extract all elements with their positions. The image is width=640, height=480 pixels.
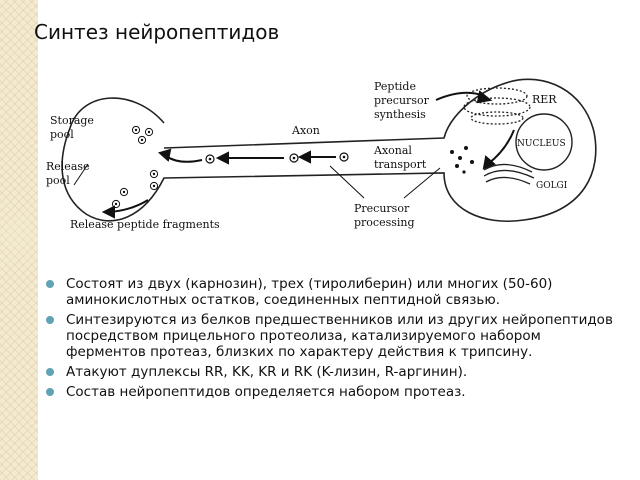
- transport-arrows: [101, 90, 515, 219]
- axon-label: Axon: [291, 124, 320, 137]
- peptide-precursor-label-1: Peptide: [374, 80, 416, 93]
- bullet-text: Синтезируются из белков предшественников…: [66, 312, 613, 360]
- rer-label: RER: [532, 93, 557, 106]
- peptide-precursor-label-3: synthesis: [374, 108, 426, 121]
- leader-lines: [73, 163, 441, 199]
- bullet-dot-icon: [46, 368, 54, 376]
- bullet-item: Атакуют дуплексы RR, KK, KR и RK (K-лизи…: [44, 364, 624, 380]
- slide-title: Синтез нейропептидов: [34, 20, 280, 44]
- terminal-vesicles: [111, 125, 159, 209]
- bullet-dot-icon: [46, 388, 54, 396]
- neuron-outline: [61, 78, 597, 222]
- bullet-item: Состав нейропептидов определяется наборо…: [44, 384, 624, 400]
- bullet-text: Состав нейропептидов определяется наборо…: [66, 384, 466, 400]
- axonal-transport-label-2: transport: [374, 158, 427, 171]
- golgi-shape: [483, 163, 535, 185]
- neuron-svg: NUCLEUS RER GOLGI: [46, 78, 597, 231]
- nucleus-label: NUCLEUS: [517, 139, 566, 149]
- bullet-item: Синтезируются из белков предшественников…: [44, 312, 624, 360]
- peptide-precursor-label-2: precursor: [374, 94, 430, 107]
- precursor-processing-label-1: Precursor: [354, 202, 410, 215]
- release-pool-label-1: Release: [46, 160, 90, 173]
- bullet-dot-icon: [46, 280, 54, 288]
- neuron-diagram: NUCLEUS RER GOLGI: [44, 60, 610, 254]
- golgi-label: GOLGI: [536, 181, 568, 191]
- bullet-text: Атакуют дуплексы RR, KK, KR и RK (K-лизи…: [66, 364, 468, 380]
- bullet-item: Состоят из двух (карнозин), трех (тироли…: [44, 276, 624, 308]
- bullet-dot-icon: [46, 316, 54, 324]
- bullet-list: Состоят из двух (карнозин), трех (тироли…: [44, 276, 624, 404]
- rer-shape: [463, 87, 531, 125]
- axon-vesicles: [205, 152, 349, 164]
- nucleus-shape: [515, 113, 573, 171]
- release-pool-label-2: pool: [46, 174, 70, 187]
- decorative-side-strip: [0, 0, 38, 480]
- storage-pool-label-1: Storage: [50, 114, 94, 127]
- cell-body-vesicles: [450, 146, 474, 174]
- precursor-processing-label-2: processing: [354, 216, 415, 229]
- bullet-text: Состоят из двух (карнозин), трех (тироли…: [66, 276, 553, 308]
- storage-pool-label-2: pool: [50, 128, 74, 141]
- release-fragments-label: Release peptide fragments: [70, 218, 220, 231]
- axonal-transport-label-1: Axonal: [373, 144, 412, 157]
